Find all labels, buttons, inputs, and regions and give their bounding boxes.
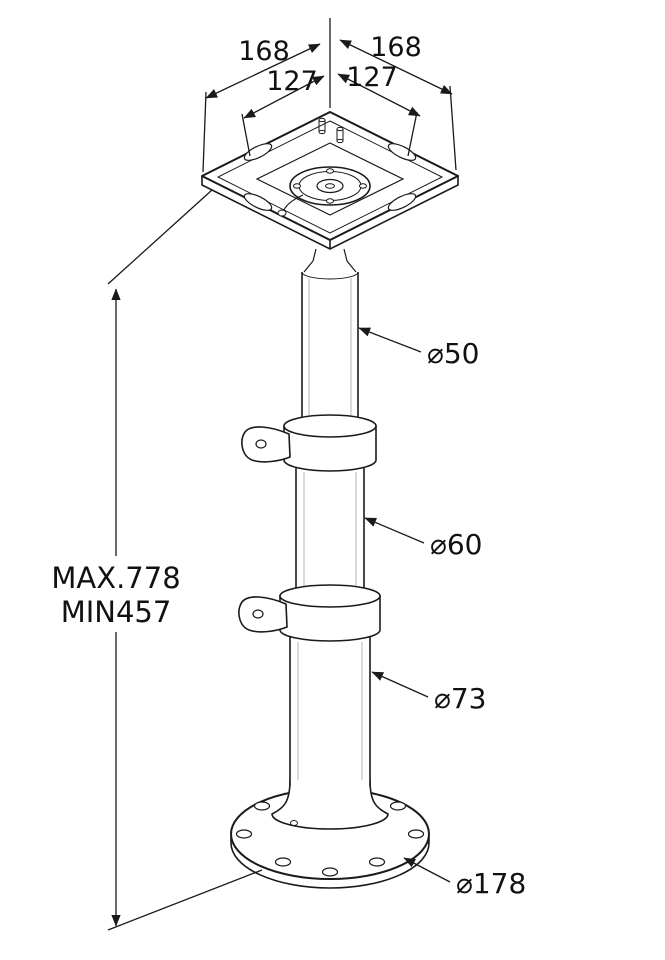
dimension-annotations: 168 127 168 127 MAX.778 MIN457 ⌀50 ⌀60 ⌀…	[40, 18, 526, 931]
dia-label-50: ⌀50	[427, 337, 480, 370]
drain-hole	[290, 820, 298, 826]
dim-127-left: 127	[266, 66, 318, 97]
mount-slot	[387, 193, 417, 211]
base-bell	[271, 779, 389, 830]
dim-height-min: MIN457	[61, 595, 172, 629]
swivel-mechanism	[277, 166, 371, 217]
dim-127-right: 127	[346, 62, 398, 93]
middle-tube	[295, 467, 365, 590]
upper-tube	[301, 248, 359, 420]
bolt-hole	[274, 857, 292, 867]
bolt-hole	[407, 829, 425, 839]
bolt-hole	[321, 867, 339, 877]
upper-clamp	[241, 414, 377, 472]
lower-tube	[289, 637, 371, 826]
base-flange	[230, 779, 430, 889]
dim-168-right: 168	[370, 32, 422, 63]
bolt-hole	[235, 829, 253, 839]
bolt-hole	[389, 801, 407, 811]
bolt-hole	[253, 801, 271, 811]
mount-slot	[243, 193, 273, 211]
bolt-hole	[368, 857, 386, 867]
dia-label-178: ⌀178	[456, 867, 526, 900]
dia-label-60: ⌀60	[430, 528, 483, 561]
dim-168-left: 168	[238, 36, 290, 67]
mount-plate	[201, 111, 459, 250]
mount-slot	[243, 143, 273, 161]
dia-label-73: ⌀73	[434, 682, 487, 715]
mount-slot	[387, 143, 417, 161]
locating-pins	[318, 117, 344, 144]
dim-height-max: MAX.778	[51, 561, 180, 595]
lower-clamp	[238, 584, 381, 642]
